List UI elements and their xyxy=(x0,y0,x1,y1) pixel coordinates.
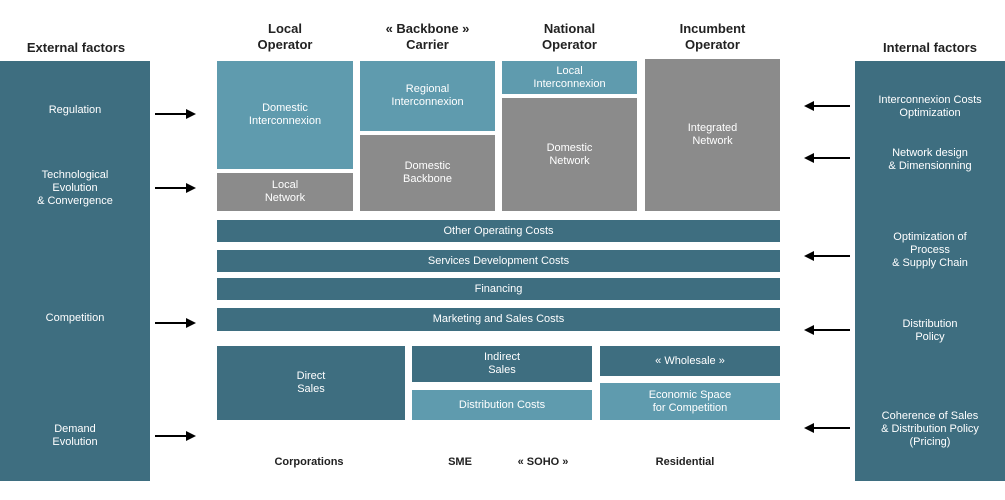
integrated-network-block: Integrated Network xyxy=(645,59,780,211)
internal-factor-network-design: Network design & Dimensionning xyxy=(888,147,972,172)
local-domestic-interconnexion-block: Domestic Interconnexion xyxy=(217,61,353,169)
segment-residential: Residential xyxy=(655,456,715,468)
domestic-network-block: Domestic Network xyxy=(502,98,637,211)
financing-bar: Financing xyxy=(217,278,780,300)
external-factor-regulation: Regulation xyxy=(48,103,102,116)
indirect-sales-block: Indirect Sales xyxy=(412,346,592,382)
internal-factor-distribution-policy: Distribution Policy xyxy=(902,318,958,343)
external-factors-panel: Regulation Technological Evolution & Con… xyxy=(0,61,150,481)
marketing-sales-costs-bar: Marketing and Sales Costs xyxy=(217,308,780,331)
distribution-costs-block: Distribution Costs xyxy=(412,390,592,420)
external-factor-technological-evolution: Technological Evolution & Convergence xyxy=(37,168,113,207)
internal-factors-panel: Interconnexion Costs Optimization Networ… xyxy=(855,61,1005,481)
regional-interconnexion-block: Regional Interconnexion xyxy=(360,61,495,131)
segment-sme: SME xyxy=(448,456,472,468)
segment-corporations: Corporations xyxy=(274,456,344,468)
internal-factor-sales-coherence: Coherence of Sales & Distribution Policy… xyxy=(881,409,979,448)
services-development-costs-bar: Services Development Costs xyxy=(217,250,780,272)
internal-factor-interconnexion-costs: Interconnexion Costs Optimization xyxy=(878,94,982,119)
backbone-carrier-header: « Backbone » Carrier xyxy=(385,21,470,52)
external-factor-demand-evolution: Demand Evolution xyxy=(52,423,98,448)
incumbent-operator-header: Incumbent Operator xyxy=(679,21,746,52)
direct-sales-block: Direct Sales xyxy=(217,346,405,420)
external-factors-header: External factors xyxy=(26,40,126,55)
national-local-interconnexion-block: Local Interconnexion xyxy=(502,61,637,94)
internal-factors-header: Internal factors xyxy=(883,40,977,55)
segment-soho: « SOHO » xyxy=(517,456,569,468)
local-operator-header: Local Operator xyxy=(257,21,313,52)
internal-factor-process-optimization: Optimization of Process & Supply Chain xyxy=(892,230,968,269)
wholesale-block: « Wholesale » xyxy=(600,346,780,376)
external-factor-competition: Competition xyxy=(45,311,105,324)
economic-space-block: Economic Space for Competition xyxy=(600,383,780,420)
national-operator-header: National Operator xyxy=(542,21,597,52)
local-network-block: Local Network xyxy=(217,173,353,211)
domestic-backbone-block: Domestic Backbone xyxy=(360,135,495,211)
other-operating-costs-bar: Other Operating Costs xyxy=(217,220,780,242)
